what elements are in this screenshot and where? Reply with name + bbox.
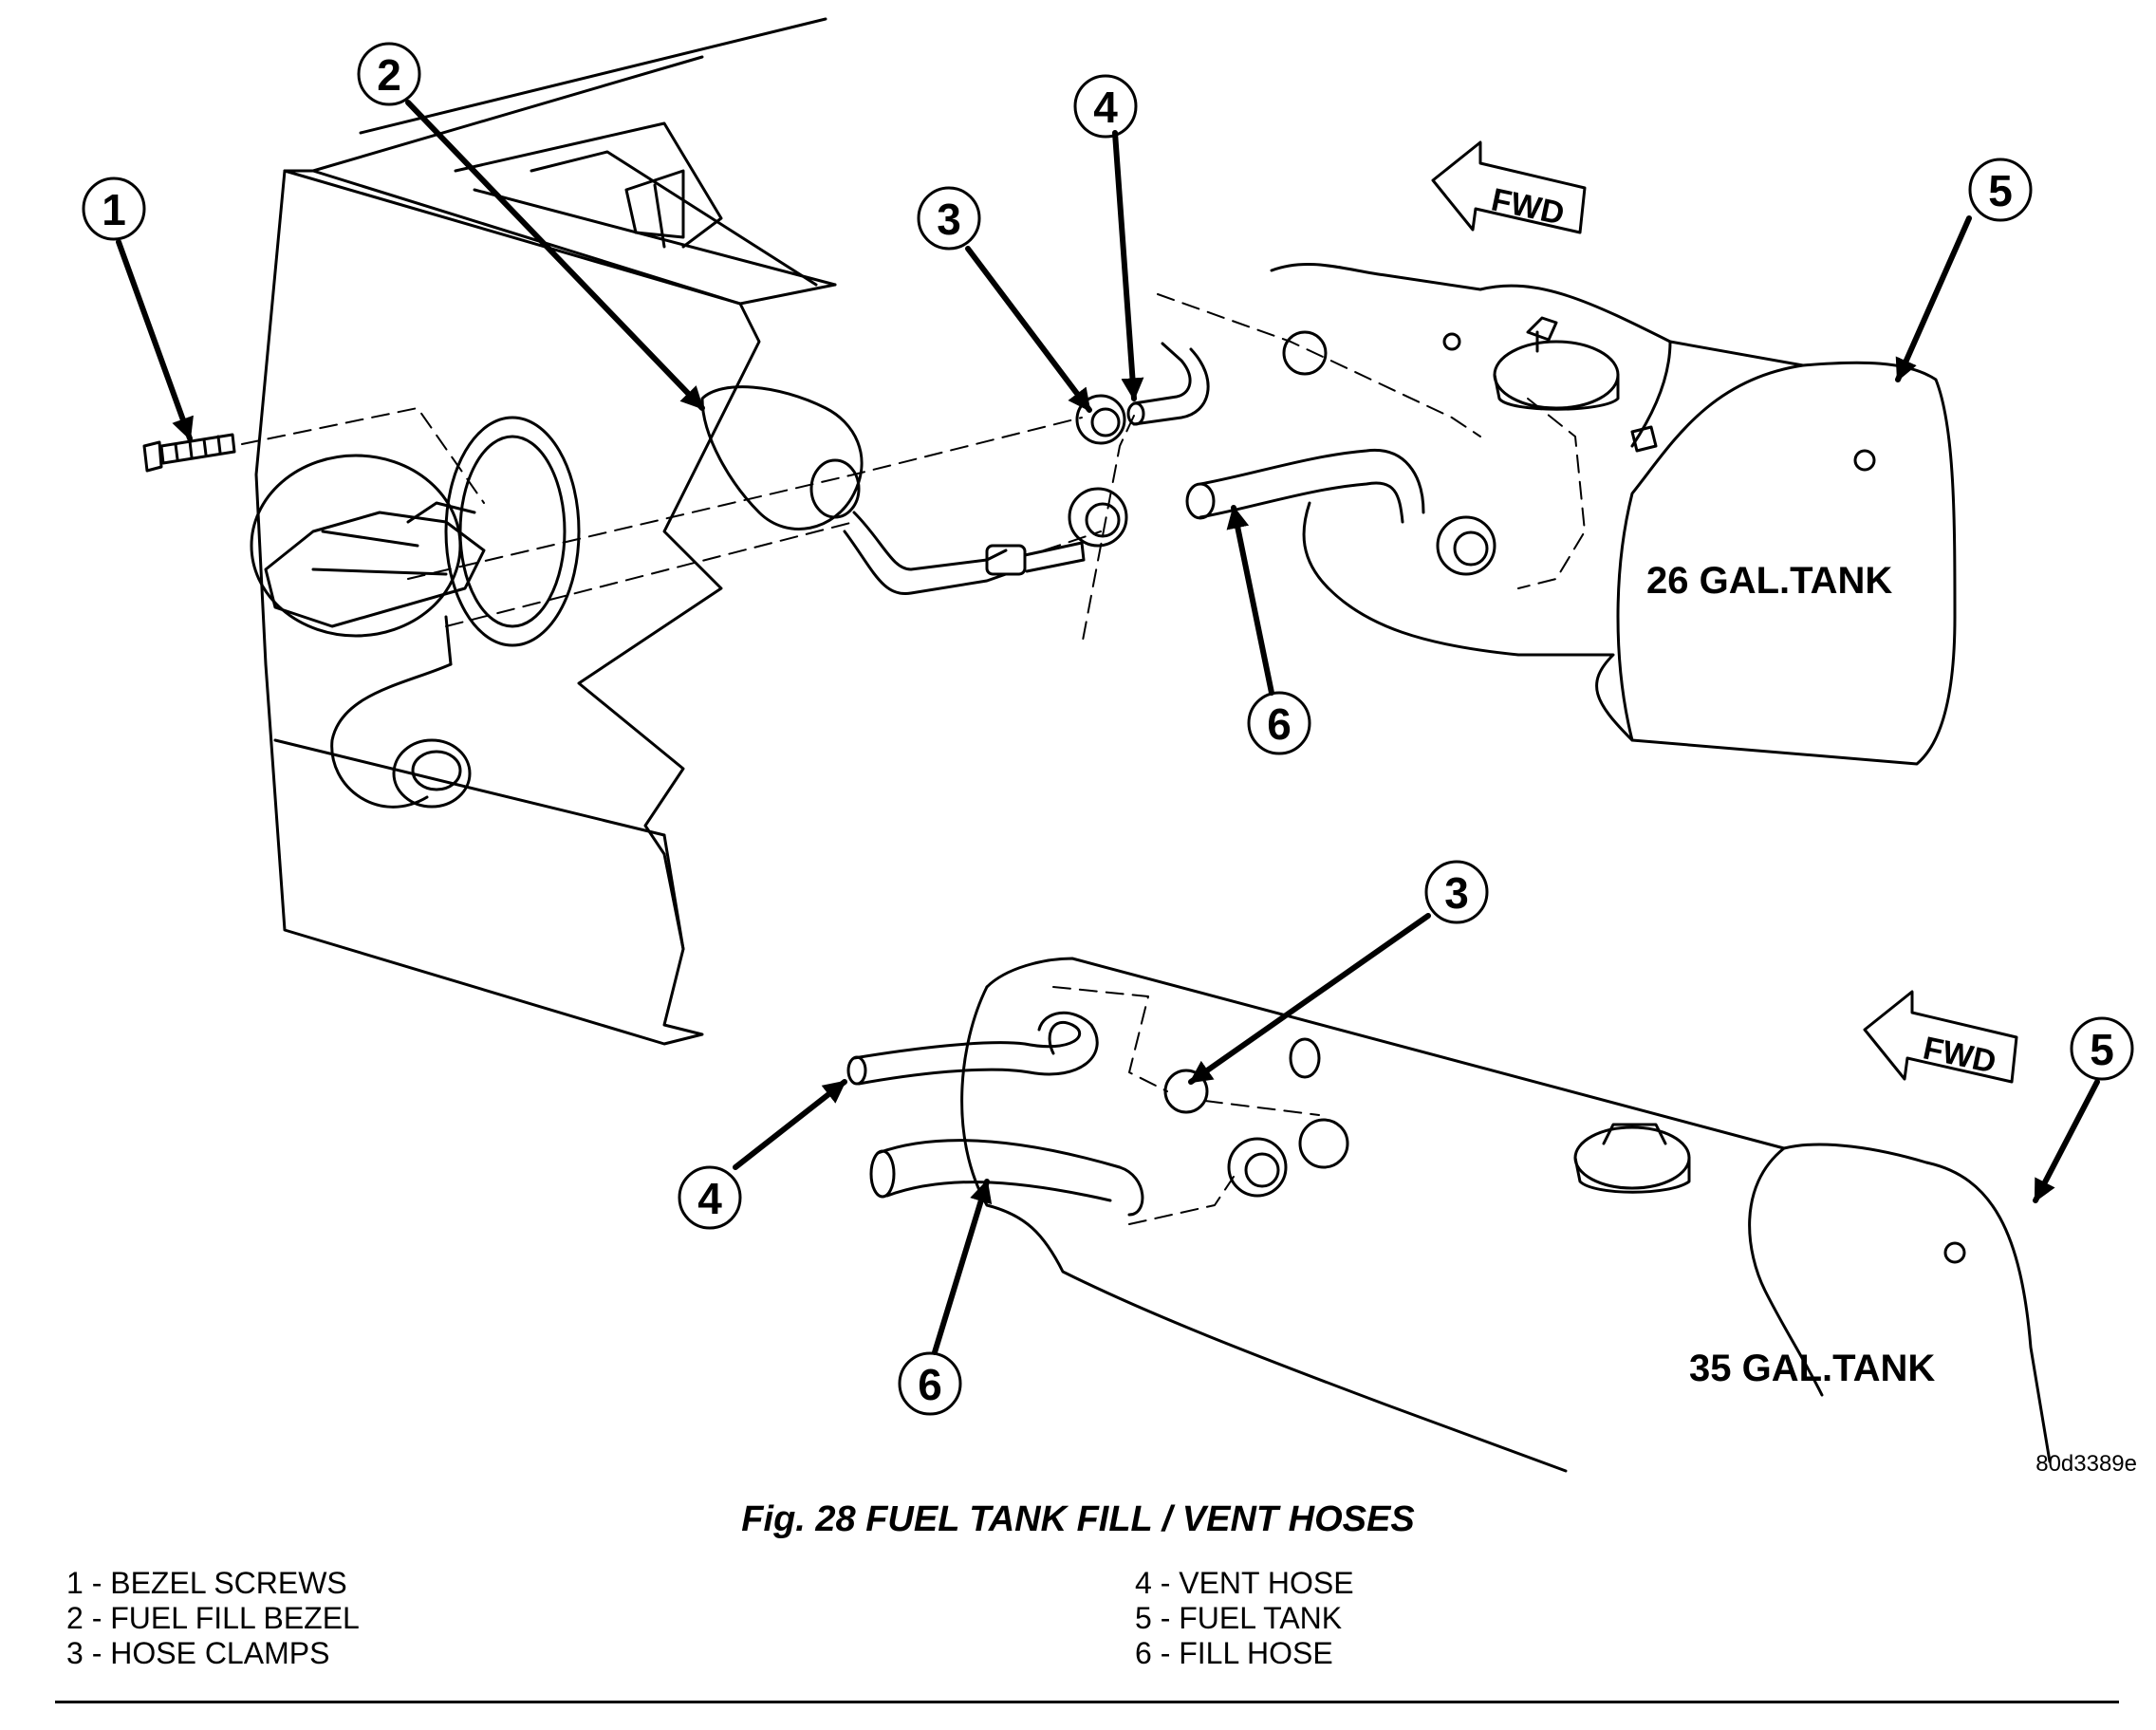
lower-vent-hose (846, 1011, 1099, 1086)
callout-1: 1 (102, 185, 126, 234)
legend-item-vent-hose: 4 - VENT HOSE (1135, 1566, 1354, 1600)
tank-35-gal-label: 35 GAL.TANK (1689, 1348, 1935, 1389)
fuel-tank-35-gal (960, 957, 2052, 1473)
fuel-tank-26-gal (1270, 263, 1957, 766)
leader-arrows (116, 100, 2100, 1355)
fwd-label-lower: FWD (1920, 1030, 1999, 1080)
callout-3-upper: 3 (937, 195, 961, 244)
callout-circles (82, 42, 2134, 1416)
figure-caption: Fig. 28 FUEL TANK FILL / VENT HOSES (741, 1499, 1415, 1539)
fwd-arrow-lower (1863, 990, 2018, 1084)
legend-item-fill-hose: 6 - FILL HOSE (1135, 1636, 1333, 1670)
lower-fill-hose (869, 1139, 1144, 1217)
lower-hose-clamps (1163, 1037, 1349, 1198)
callout-3-lower: 3 (1444, 868, 1469, 918)
callout-4-lower: 4 (697, 1174, 722, 1223)
callout-5-upper: 5 (1988, 166, 2013, 215)
callout-6-lower: 6 (918, 1360, 942, 1409)
vehicle-body-panel (254, 17, 837, 1046)
fwd-arrow-upper (1431, 140, 1587, 234)
callout-6-upper: 6 (1267, 699, 1292, 749)
fuel-door-assembly (250, 454, 486, 809)
callout-5-lower: 5 (2090, 1025, 2114, 1074)
callout-2: 2 (377, 50, 401, 100)
upper-fill-hose (1185, 448, 1425, 524)
upper-hose-clamps (1068, 330, 1496, 576)
legend-item-fuel-fill-bezel: 2 - FUEL FILL BEZEL (66, 1601, 360, 1635)
tank-26-gal-label: 26 GAL.TANK (1646, 560, 1892, 602)
bezel-screw (142, 433, 236, 473)
legend-item-bezel-screws: 1 - BEZEL SCREWS (66, 1566, 347, 1600)
legend-item-hose-clamps: 3 - HOSE CLAMPS (66, 1636, 330, 1670)
callout-4-upper: 4 (1093, 83, 1118, 132)
legend-right-column: 4 - VENT HOSE 5 - FUEL TANK 6 - FILL HOS… (1135, 1566, 1354, 1671)
bottom-rule (55, 1701, 2119, 1703)
alignment-lines (241, 293, 1586, 1225)
fwd-label-upper: FWD (1488, 181, 1568, 232)
fuel-fill-bezel (700, 385, 1086, 596)
legend-item-fuel-tank: 5 - FUEL TANK (1135, 1601, 1343, 1635)
drawing-code: 80d3389e (2035, 1451, 2137, 1477)
exploded-view-diagram: 1 2 3 4 5 6 3 4 6 5 FWD FWD 26 GAL.TANK … (82, 17, 2137, 1477)
legend-left-column: 1 - BEZEL SCREWS 2 - FUEL FILL BEZEL 3 -… (66, 1566, 360, 1671)
upper-vent-hose (1126, 342, 1210, 426)
